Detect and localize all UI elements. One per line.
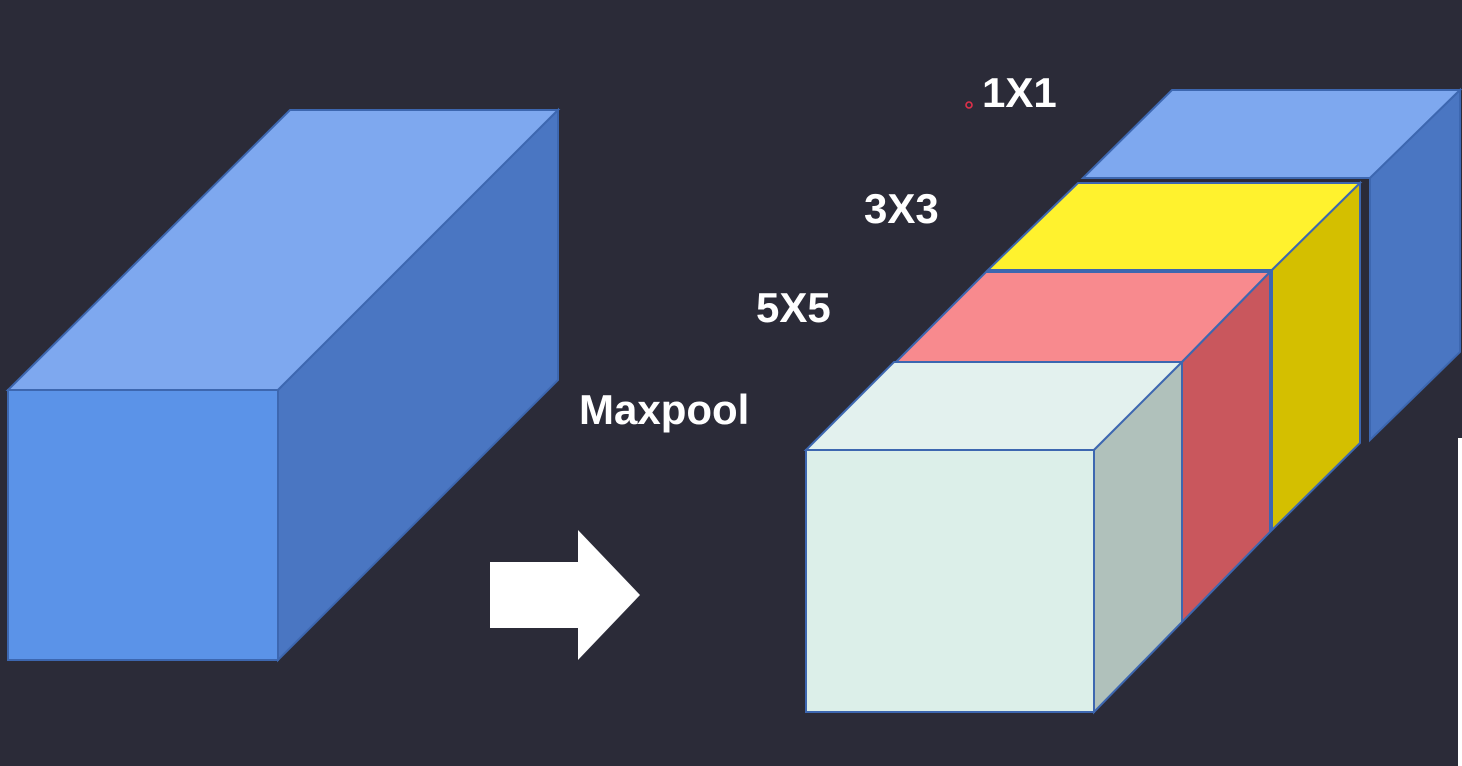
label-1x1: 1X1	[982, 69, 1057, 116]
maxpool-front	[805, 449, 1095, 713]
conv-1x1-side	[1369, 87, 1461, 443]
label-3x3: 3X3	[864, 185, 939, 232]
label-maxpool: Maxpool	[579, 386, 749, 433]
conv-3x3-side	[1271, 180, 1361, 533]
maxpool-block	[803, 359, 1185, 715]
conv-3x3-block	[985, 180, 1363, 533]
right-arrow-icon	[490, 530, 640, 660]
edge-strip	[1458, 438, 1462, 766]
cursor-dot-icon	[965, 101, 973, 109]
input-volume-front	[7, 389, 279, 661]
conv-5x5-block	[893, 269, 1273, 625]
input-volume	[5, 107, 561, 663]
conv-1x1-block	[1080, 87, 1462, 443]
label-5x5: 5X5	[756, 284, 831, 331]
